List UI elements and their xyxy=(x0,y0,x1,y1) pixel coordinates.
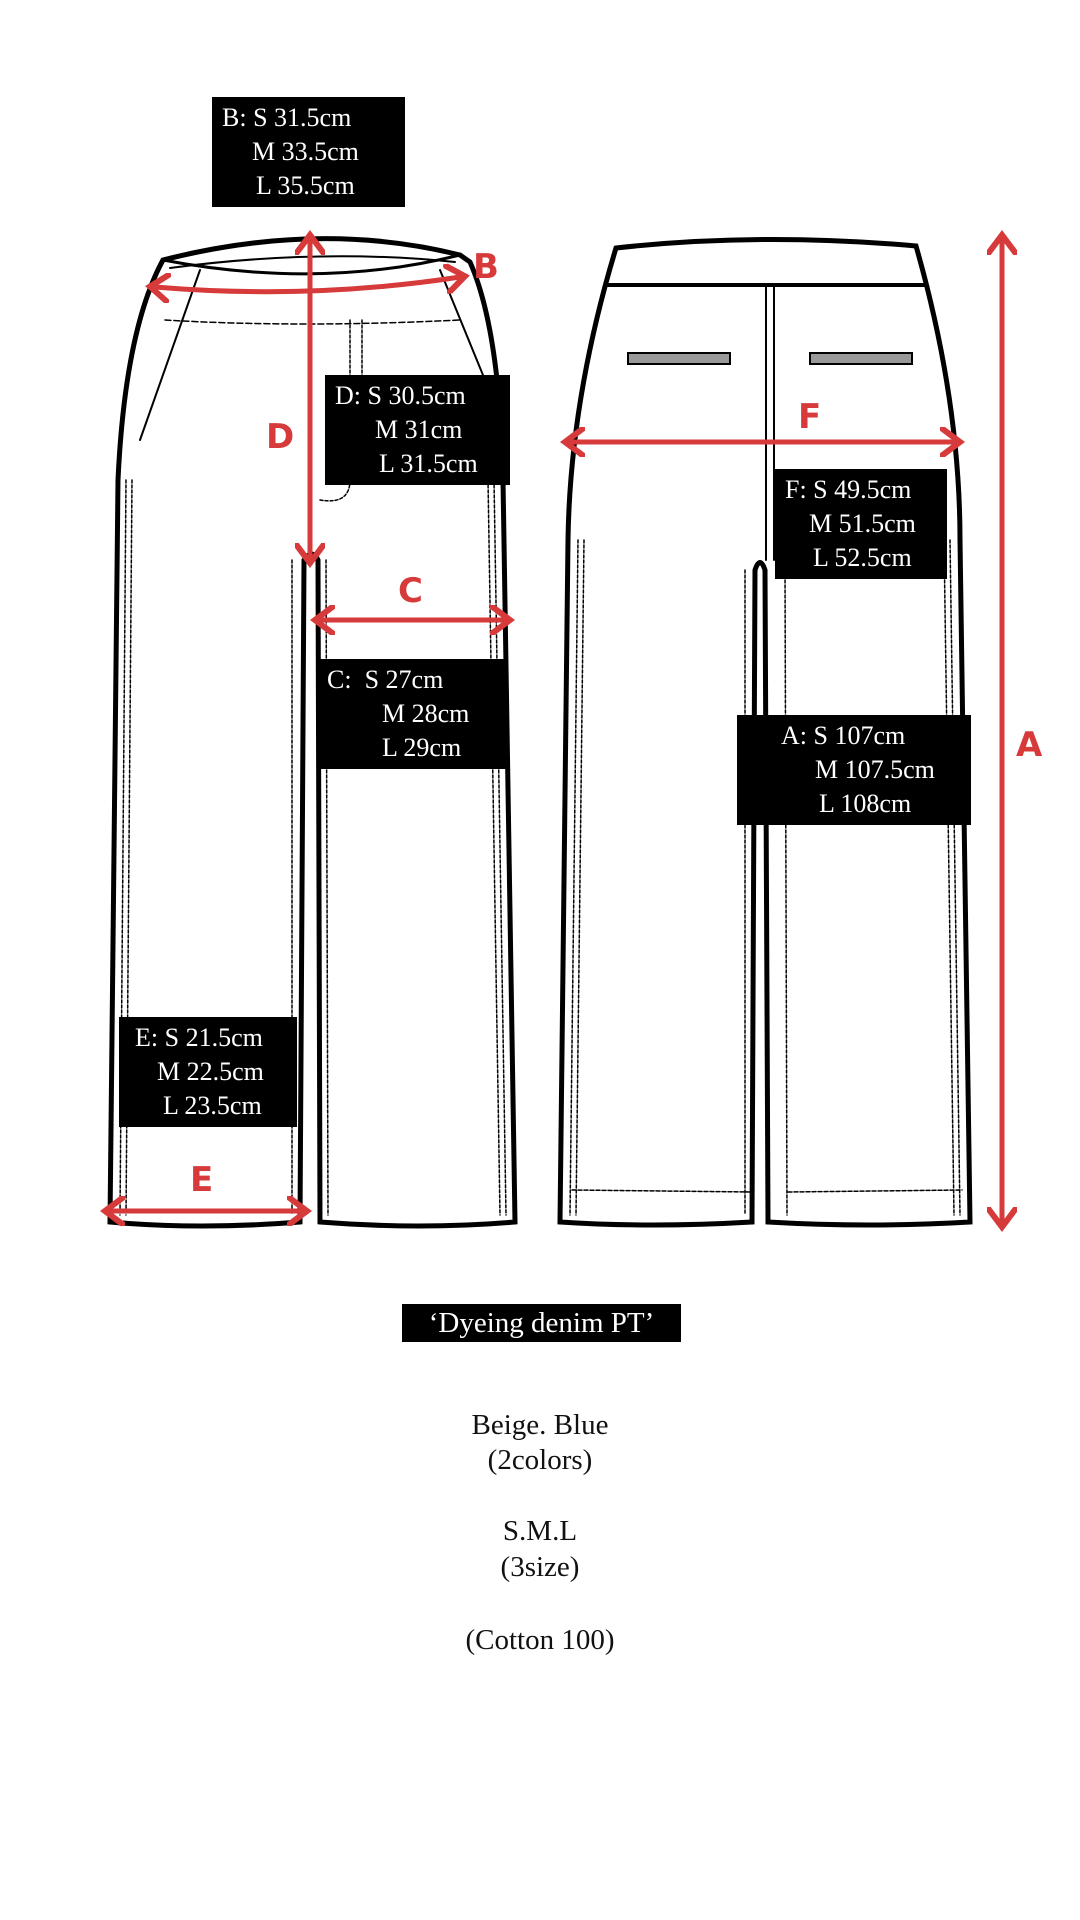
size-s: A: S 107cm xyxy=(781,721,906,750)
size-m: M 107.5cm xyxy=(815,755,935,784)
size-l: L 31.5cm xyxy=(379,449,478,478)
size-s: F: S 49.5cm xyxy=(785,475,912,504)
size-m: M 33.5cm xyxy=(252,137,359,166)
measurement-box-f: F: S 49.5cm M 51.5cm L 52.5cm xyxy=(775,469,947,579)
measurement-box-a: A: S 107cm M 107.5cm L 108cm xyxy=(737,715,971,825)
size-s: D: S 30.5cm xyxy=(335,381,466,410)
size-m: M 22.5cm xyxy=(157,1057,264,1086)
size-l: L 108cm xyxy=(819,789,912,818)
product-colors-count: (2colors) xyxy=(487,1444,593,1476)
label-f: F xyxy=(798,397,822,437)
product-title: ‘Dyeing denim PT’ xyxy=(402,1304,681,1342)
measurement-box-e: E: S 21.5cm M 22.5cm L 23.5cm xyxy=(119,1017,297,1127)
size-s: B: S 31.5cm xyxy=(222,103,352,132)
size-l: L 35.5cm xyxy=(256,171,355,200)
label-c: C xyxy=(398,571,423,611)
size-l: L 52.5cm xyxy=(813,543,912,572)
product-sizes-count: (3size) xyxy=(500,1551,580,1583)
size-l: L 23.5cm xyxy=(163,1091,262,1120)
measurement-box-c: C: S 27cm M 28cm L 29cm xyxy=(317,659,506,769)
measurement-arrows xyxy=(110,240,1002,1222)
size-m: M 28cm xyxy=(382,699,470,728)
size-m: M 31cm xyxy=(375,415,463,444)
size-l: L 29cm xyxy=(382,733,462,762)
product-sizes: S.M.L xyxy=(502,1515,578,1547)
label-b: B xyxy=(473,247,499,287)
size-s: C: S 27cm xyxy=(327,665,444,694)
label-d: D xyxy=(266,417,295,457)
size-s: E: S 21.5cm xyxy=(135,1023,263,1052)
label-e: E xyxy=(190,1160,214,1200)
label-a: A xyxy=(1016,725,1043,765)
size-m: M 51.5cm xyxy=(809,509,916,538)
measurement-box-b: B: S 31.5cm M 33.5cm L 35.5cm xyxy=(212,97,405,207)
measurement-box-d: D: S 30.5cm M 31cm L 31.5cm xyxy=(325,375,510,485)
product-colors: Beige. Blue xyxy=(471,1409,609,1441)
product-material: (Cotton 100) xyxy=(465,1624,615,1656)
